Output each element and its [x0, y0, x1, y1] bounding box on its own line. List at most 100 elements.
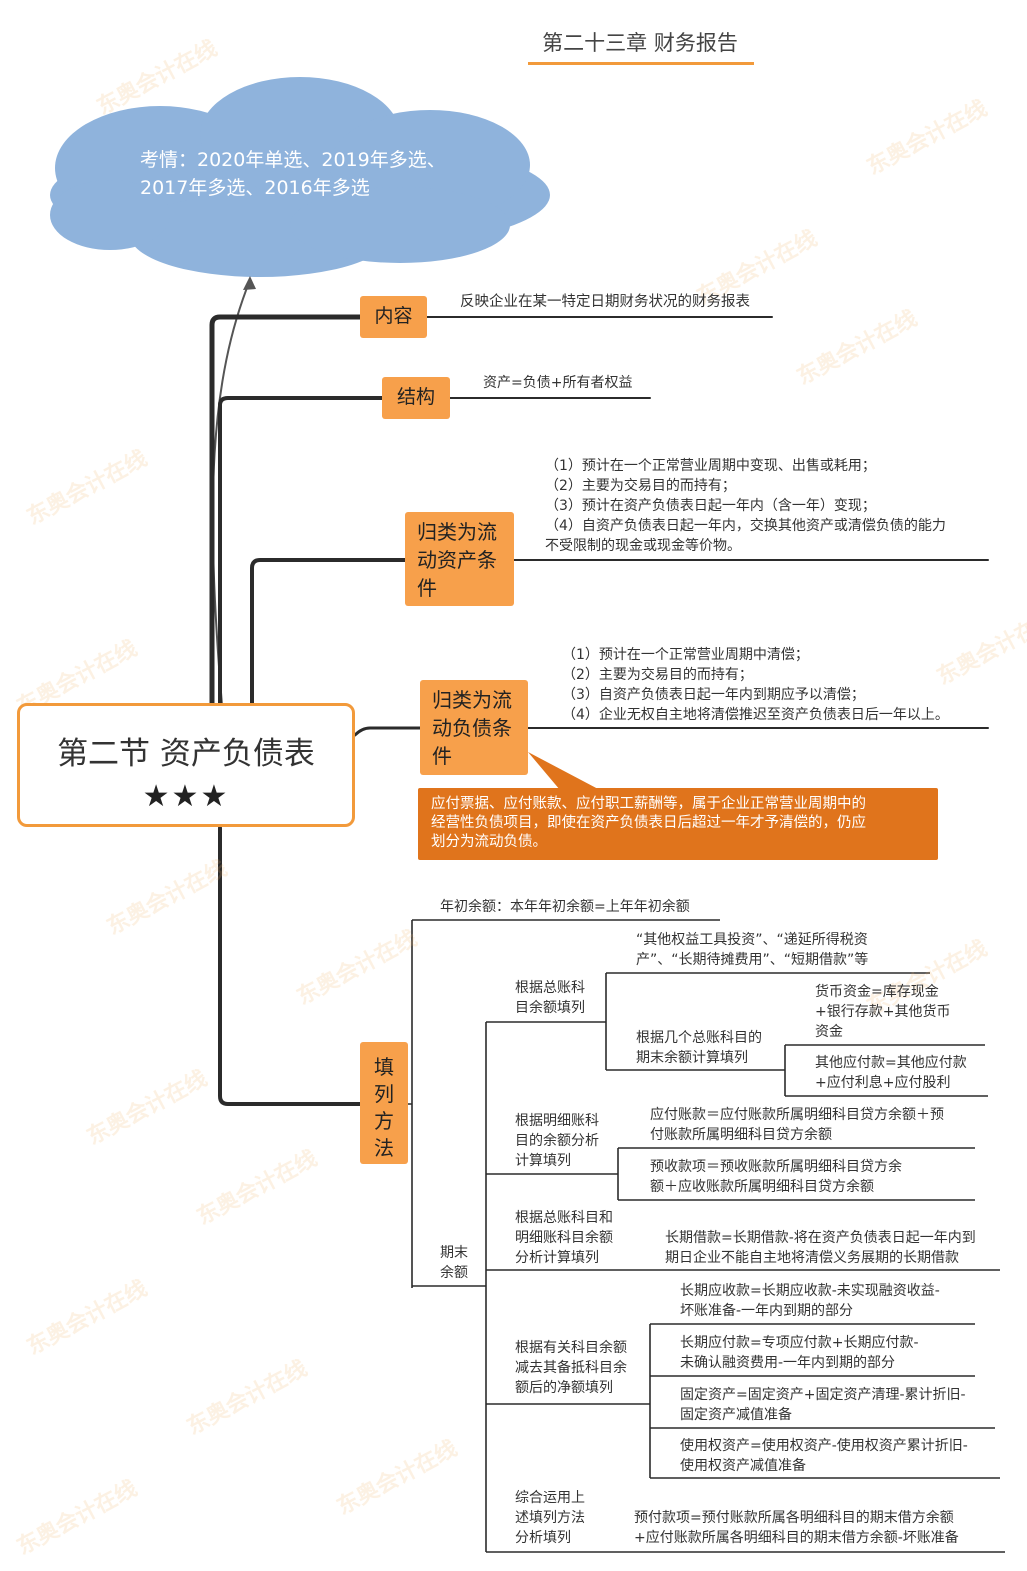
root-title: 第二节 资产负债表	[57, 736, 315, 772]
content-text: 反映企业在某一特定日期财务状况的财务报表	[460, 294, 750, 310]
g1-calc-a-line: +银行存款+其他货币	[815, 1004, 951, 1020]
ending-balance-line: 余额	[440, 1265, 468, 1281]
g5-a-line: 预付款项=预付账款所属各明细科目的期末借方余额	[634, 1510, 954, 1526]
structure-node[interactable]: 结构	[382, 377, 450, 419]
g1-direct-text: “其他权益工具投资”、“递延所得税资 产”、“长期待摊费用”、“短期借款”等	[636, 930, 868, 970]
cloud-arrow-head	[243, 276, 256, 290]
g5-label: 综合运用上 述填列方法 分析填列	[515, 1488, 585, 1548]
g4-label: 根据有关科目余额 减去其备抵科目余 额后的净额填列	[515, 1338, 627, 1398]
current-liabilities-label-line: 归类为流	[432, 688, 512, 712]
content-node[interactable]: 内容	[360, 296, 427, 338]
ending-balance-line: 期末	[440, 1245, 468, 1261]
note-line: 划分为流动负债。	[431, 834, 547, 850]
importance-stars: ★★★	[142, 779, 230, 814]
g4-d-line: 使用权资产减值准备	[680, 1458, 806, 1474]
trunk-structure	[218, 396, 384, 707]
g4-b-line: 未确认融资费用-一年内到期的部分	[680, 1355, 896, 1371]
methods-bracket	[408, 920, 413, 1288]
condition-line: （4）自资产负债表日起一年内，交换其他资产或清偿负债的能力	[545, 518, 946, 534]
chapter-title: 第二十三章 财务报告	[542, 31, 738, 55]
g1-calc-b-text: 其他应付款=其他应付款 +应付利息+应付股利	[815, 1053, 967, 1093]
g3-a-text: 长期借款=长期借款-将在资产负债表日起一年内到 期日企业不能自主地将清偿义务展期…	[665, 1228, 976, 1268]
g3-label-line: 根据总账科目和	[515, 1210, 613, 1226]
g1-calc-label-line: 根据几个总账科目的	[636, 1030, 762, 1046]
fill-methods-char: 法	[374, 1136, 394, 1160]
g1-label: 根据总账科 目余额填列	[515, 978, 585, 1018]
g1-calc-b-line: +应付利息+应付股利	[815, 1075, 951, 1091]
g1-direct-line: 产”、“长期待摊费用”、“短期借款”等	[636, 952, 869, 968]
condition-line: （2）主要为交易目的而持有；	[545, 478, 736, 494]
condition-line: 不受限制的现金或现金等价物。	[545, 538, 741, 554]
g3-label-line: 分析计算填列	[515, 1250, 599, 1266]
cloud-shape	[50, 77, 550, 277]
condition-line: （1）预计在一个正常营业周期中变现、出售或耗用；	[545, 458, 876, 474]
current-liabilities-conditions: （1）预计在一个正常营业周期中清偿； （2）主要为交易目的而持有； （3）自资产…	[562, 645, 949, 725]
trunk-assets	[250, 558, 407, 707]
condition-line: （2）主要为交易目的而持有；	[562, 667, 753, 683]
g4-c-line: 固定资产减值准备	[680, 1407, 792, 1423]
g4-b-line: 长期应付款=专项应付款+长期应付款-	[680, 1335, 919, 1351]
g5-a-line: +应付账款所属各明细科目的期末借方余额-坏账准备	[634, 1530, 959, 1546]
g1-calc-label-line: 期末余额计算填列	[636, 1050, 748, 1066]
g1-label-line: 目余额填列	[515, 1000, 585, 1016]
exam-history-line: 2017年多选、2016年多选	[140, 177, 370, 199]
condition-line: （1）预计在一个正常营业周期中清偿；	[562, 647, 809, 663]
g1-calc-b-line: 其他应付款=其他应付款	[815, 1055, 967, 1071]
note-pointer	[528, 752, 600, 790]
root-node[interactable]: 第二节 资产负债表 ★★★	[17, 703, 355, 827]
g4-b-text: 长期应付款=专项应付款+长期应付款- 未确认融资费用-一年内到期的部分	[680, 1333, 919, 1373]
exam-history-line: 考情：2020年单选、2019年多选、	[140, 149, 446, 171]
g2-label-line: 根据明细账科	[515, 1113, 599, 1129]
g2-b-line: 预收款项＝预收账款所属明细科目贷方余	[650, 1159, 902, 1175]
g3-label: 根据总账科目和 明细账科目余额 分析计算填列	[515, 1208, 613, 1268]
trunk-liabilities	[353, 726, 422, 737]
g4-label-line: 额后的净额填列	[515, 1380, 613, 1396]
g1-calc-a-line: 货币资金=库存现金	[815, 984, 939, 1000]
trunk-methods	[218, 826, 362, 1106]
g4-c-text: 固定资产=固定资产+固定资产清理-累计折旧- 固定资产减值准备	[680, 1385, 966, 1425]
current-assets-label-line: 件	[417, 576, 437, 600]
g1-calc-a-text: 货币资金=库存现金 +银行存款+其他货币 资金	[815, 982, 950, 1042]
g4-d-line: 使用权资产=使用权资产-使用权资产累计折旧-	[680, 1438, 968, 1454]
chapter-underline	[528, 62, 754, 65]
opening-balance-text: 年初余额：本年年初余额=上年年初余额	[440, 899, 690, 915]
g4-d-text: 使用权资产=使用权资产-使用权资产累计折旧- 使用权资产减值准备	[680, 1436, 968, 1476]
g2-a-line: 付账款所属明细科目贷方余额	[650, 1127, 832, 1143]
note-line: 应付票据、应付账款、应付职工薪酬等，属于企业正常营业周期中的	[431, 796, 866, 812]
g2-label-line: 目的余额分析	[515, 1133, 599, 1149]
cloud-arrow	[211, 279, 251, 706]
g2-a-text: 应付账款＝应付账款所属明细科目贷方余额＋预 付账款所属明细科目贷方余额	[650, 1105, 944, 1145]
current-liabilities-node[interactable]: 归类为流 动负债条 件	[420, 680, 528, 775]
g1-calc-label: 根据几个总账科目的 期末余额计算填列	[636, 1028, 762, 1068]
g2-label: 根据明细账科 目的余额分析 计算填列	[515, 1111, 599, 1171]
fill-methods-node[interactable]: 填 列 方 法	[360, 1042, 408, 1164]
g4-c-line: 固定资产=固定资产+固定资产清理-累计折旧-	[680, 1387, 966, 1403]
g5-a-text: 预付款项=预付账款所属各明细科目的期末借方余额 +应付账款所属各明细科目的期末借…	[634, 1508, 959, 1548]
g4-label-line: 减去其备抵科目余	[515, 1360, 627, 1376]
g2-b-text: 预收款项＝预收账款所属明细科目贷方余 额＋应收账款所属明细科目贷方余额	[650, 1157, 902, 1197]
fill-methods-char: 列	[374, 1082, 394, 1106]
structure-text: 资产=负债+所有者权益	[483, 375, 633, 391]
condition-line: （3）预计在资产负债表日起一年内（含一年）变现；	[545, 498, 876, 514]
g2-b-line: 额＋应收账款所属明细科目贷方余额	[650, 1179, 874, 1195]
note-line: 经营性负债项目，即使在资产负债表日后超过一年才予清偿的，仍应	[431, 815, 866, 831]
current-assets-label-line: 归类为流	[417, 520, 497, 544]
current-liabilities-label-line: 件	[432, 744, 452, 768]
condition-line: （3）自资产负债表日起一年内到期应予以清偿；	[562, 687, 865, 703]
trunk-content	[209, 314, 363, 708]
g5-label-line: 述填列方法	[515, 1510, 585, 1526]
current-assets-label-line: 动资产条	[417, 548, 497, 572]
current-assets-conditions: （1）预计在一个正常营业周期中变现、出售或耗用； （2）主要为交易目的而持有； …	[545, 456, 946, 556]
fill-methods-char: 填	[374, 1055, 394, 1079]
current-liabilities-label-line: 动负债条	[432, 716, 512, 740]
g5-label-line: 分析填列	[515, 1530, 571, 1546]
g1-calc-a-line: 资金	[815, 1024, 843, 1040]
g4-a-text: 长期应收款=长期应收款-未实现融资收益- 坏账准备-一年内到期的部分	[680, 1281, 940, 1321]
g3-a-line: 长期借款=长期借款-将在资产负债表日起一年内到	[665, 1230, 976, 1246]
g4-a-line: 长期应收款=长期应收款-未实现融资收益-	[680, 1283, 940, 1299]
liabilities-note: 应付票据、应付账款、应付职工薪酬等，属于企业正常营业周期中的 经营性负债项目，即…	[418, 788, 938, 860]
g2-label-line: 计算填列	[515, 1153, 571, 1169]
current-assets-node[interactable]: 归类为流 动资产条 件	[405, 512, 514, 606]
g1-direct-line: “其他权益工具投资”、“递延所得税资	[636, 932, 868, 948]
